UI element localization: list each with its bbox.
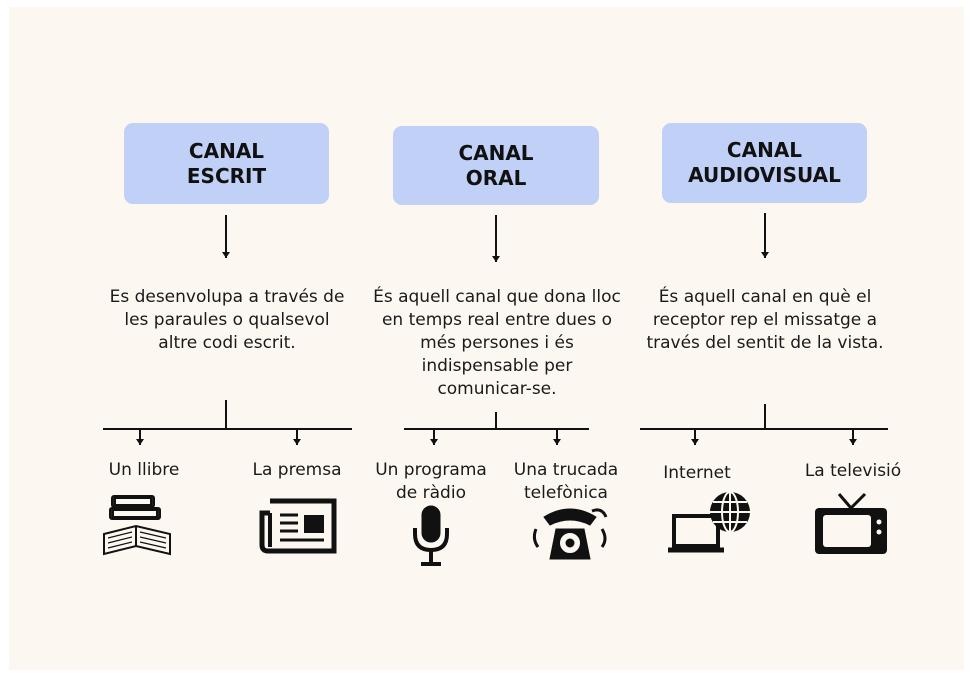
microphone-icon (413, 505, 449, 566)
title-box-canal-oral: CANAL ORAL (393, 126, 599, 205)
title-box-canal-audiovisual: CANAL AUDIOVISUAL (662, 123, 867, 203)
example-label-la-televisio: La televisió (804, 461, 902, 481)
example-label-programa-radio: Un programa de ràdio (375, 460, 487, 503)
internet-laptop-globe-icon (668, 491, 750, 553)
title-line: CANAL (458, 140, 534, 165)
example-label-trucada-telefonica: Una trucada telefònica (513, 460, 619, 503)
example-label-internet: Internet (663, 463, 731, 483)
description-audiovisual: És aquell canal en què el receptor rep e… (646, 287, 884, 353)
title-line: ORAL (465, 165, 527, 190)
diagram-card (9, 7, 964, 670)
description-escrit: Es desenvolupa a través de les paraules … (109, 287, 345, 353)
title-box-canal-escrit: CANAL ESCRIT (124, 123, 329, 204)
title-line: AUDIOVISUAL (688, 163, 841, 187)
example-label-la-premsa: La premsa (252, 460, 342, 480)
description-oral: És aquell canal que dona lloc en temps r… (373, 287, 621, 399)
title-line: ESCRIT (186, 163, 267, 188)
telephone-icon (532, 508, 608, 560)
title-line: CANAL (726, 138, 803, 162)
books-icon (103, 495, 171, 556)
example-label-un-llibre: Un llibre (108, 460, 180, 480)
title-line: CANAL (188, 138, 265, 163)
television-icon (815, 492, 887, 554)
newspaper-icon (259, 498, 337, 554)
